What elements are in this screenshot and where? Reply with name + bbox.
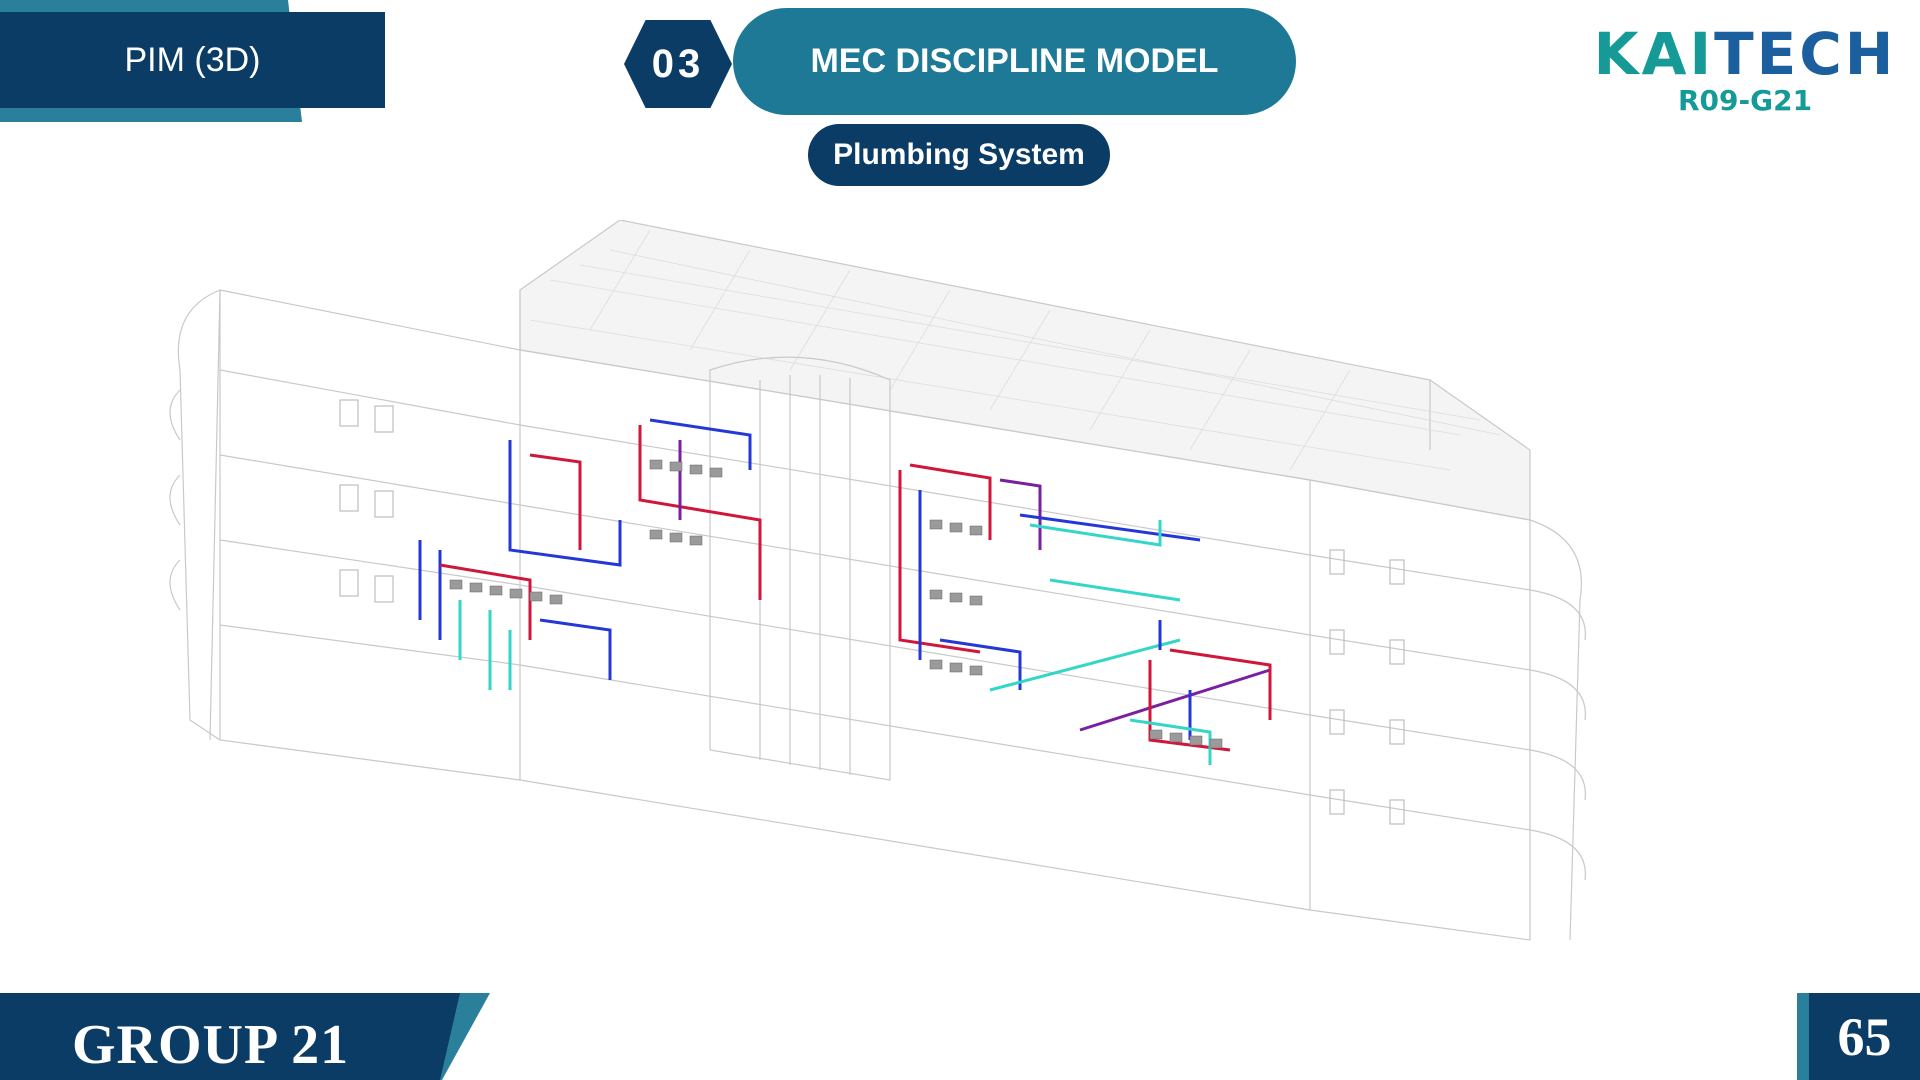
plumbing-model-image — [169, 220, 1586, 941]
page-title: MEC DISCIPLINE MODEL — [810, 42, 1219, 80]
group-label: GROUP 21 — [72, 1014, 350, 1076]
logo-code: R09-G21 — [1677, 84, 1813, 117]
footer-banner — [0, 993, 460, 1080]
plumbing-cluster-middle — [898, 463, 1201, 692]
logo-brand: KAITECH — [1590, 22, 1900, 86]
page-number: 65 — [1837, 1006, 1892, 1067]
building-wireframe — [169, 220, 1586, 941]
step-number-badge: 03 — [624, 20, 732, 108]
logo-brand-part1: KAI — [1593, 20, 1715, 88]
plumbing-cluster-right — [1079, 620, 1272, 765]
subtitle-pill: Plumbing System — [808, 124, 1110, 186]
fixtures-left — [449, 459, 723, 605]
title-pill: MEC DISCIPLINE MODEL — [733, 8, 1296, 115]
plumbing-cluster-left — [418, 418, 762, 690]
page-subtitle: Plumbing System — [833, 138, 1085, 171]
page-number-box: 65 — [1809, 993, 1920, 1080]
page-number-accent — [1797, 993, 1809, 1080]
section-tab-label: PIM (3D) — [124, 40, 261, 79]
step-number: 03 — [651, 41, 705, 86]
logo-brand-part2: TECH — [1714, 20, 1897, 88]
kaitech-logo: KAITECH R09-G21 — [1590, 22, 1900, 122]
fixtures-middle — [929, 519, 983, 676]
fixtures-right — [1149, 729, 1223, 749]
section-tab: PIM (3D) — [0, 12, 385, 108]
